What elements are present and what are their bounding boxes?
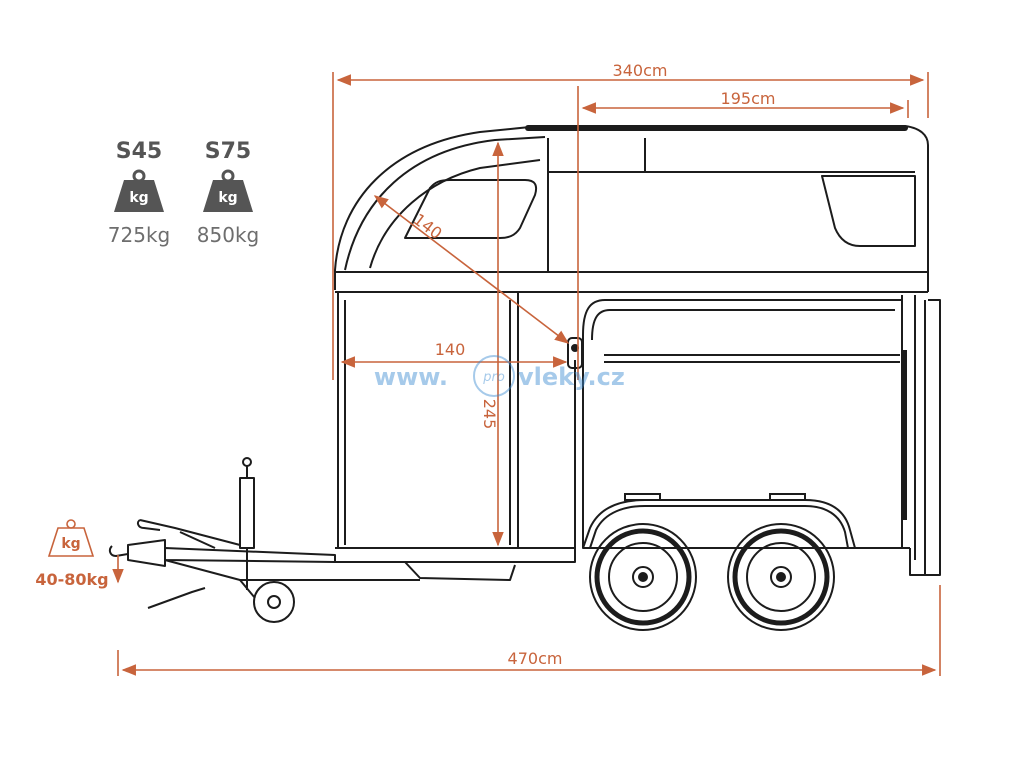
drawbar-load-range: 40-80kg xyxy=(35,570,108,589)
model-name: S45 xyxy=(116,139,162,164)
model-s45: S45 kg 725kg xyxy=(108,139,170,247)
inner-length-label: 195cm xyxy=(721,89,776,108)
watermark-badge: pro xyxy=(482,370,505,385)
weight-icon-label: kg xyxy=(218,190,237,206)
total-length-label: 470cm xyxy=(508,649,563,668)
model-weight: 725kg xyxy=(108,223,170,247)
door-handle xyxy=(567,337,583,369)
weight-icon xyxy=(203,169,253,212)
front-width-label: 140 xyxy=(435,340,466,359)
model-weight: 850kg xyxy=(197,223,259,247)
drawbar xyxy=(108,457,420,623)
weight-icon-label: kg xyxy=(129,190,148,206)
model-name: S75 xyxy=(205,139,251,164)
watermark-prefix: www. xyxy=(374,363,448,391)
wheel-arch xyxy=(582,493,856,549)
drawbar-icon-label: kg xyxy=(61,536,80,552)
watermark-suffix: vleky.cz xyxy=(518,363,625,391)
overall-length-label: 340cm xyxy=(613,61,668,80)
model-s75: S75 kg 850kg xyxy=(197,139,259,247)
wheel-front xyxy=(589,523,697,631)
watermark: www. pro vleky.cz xyxy=(374,355,625,397)
drawbar-load: kg 40-80kg xyxy=(35,519,109,589)
trailer-body xyxy=(334,125,941,581)
weight-icon xyxy=(114,169,164,212)
watermark-badge-circle xyxy=(473,355,515,397)
height-label: 245 xyxy=(480,399,499,430)
weight-outline-icon xyxy=(47,519,95,557)
wheel-rear xyxy=(727,523,835,631)
dimension-lines xyxy=(112,72,941,676)
